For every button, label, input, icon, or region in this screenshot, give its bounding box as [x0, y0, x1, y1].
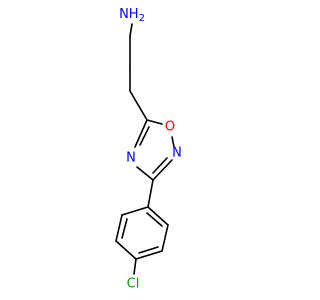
bond-c3-aryl [147, 179, 154, 208]
bond-n2-c3-inner [152, 157, 168, 174]
bond-ar4-cl [133, 258, 137, 275]
bond-ar2-ar3 [115, 214, 123, 242]
bond-ar4-ar5 [135, 250, 163, 260]
amine-subscript: 2 [139, 13, 145, 24]
bond-c3-c5 [129, 90, 148, 121]
ring-oxygen-label: O [165, 120, 175, 135]
bond-ar2-ar3-inner [121, 218, 128, 239]
bond-o1-n2 [171, 136, 175, 148]
bond-ar6-ar1-inner [146, 212, 163, 227]
bond-ar5-ar6 [161, 224, 169, 252]
bond-ar3-ar4 [115, 240, 137, 260]
molecule-structure: NH2 O N N Cl [115, 7, 182, 292]
bond-n4-c5-outer [134, 119, 148, 148]
ring-nitrogen-4-label: N [126, 151, 136, 166]
ring-nitrogen-2-label: N [172, 146, 182, 161]
bond-ar4-ar5-inner [138, 246, 159, 254]
bond-c5-o1 [146, 119, 163, 125]
bond-n-c1 [129, 23, 133, 37]
chlorine-label: Cl [127, 277, 140, 292]
structure-canvas: NH2 O N N Cl [115, 7, 182, 292]
bond-c3-n4 [136, 166, 154, 181]
bond-ar6-ar1 [147, 206, 169, 226]
amine-text: NH [119, 7, 139, 22]
bond-n2-c3-outer [152, 159, 173, 181]
bond-n4-c5-inner [139, 126, 150, 146]
amine-label: NH2 [119, 7, 145, 24]
bond-ar1-ar2 [121, 206, 149, 216]
